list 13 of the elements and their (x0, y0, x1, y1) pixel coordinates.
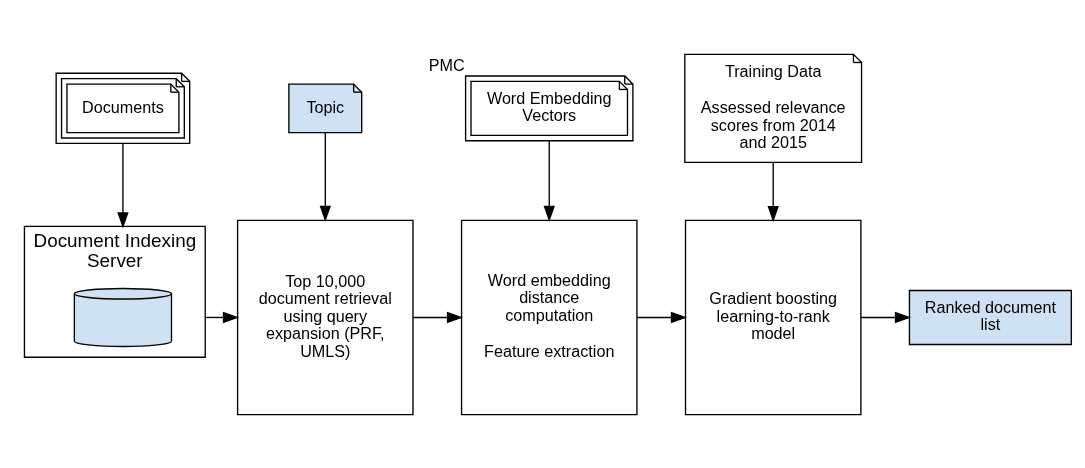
arrow (860, 311, 912, 323)
node-box: Gradient boosting learning-to-rank model (684, 219, 862, 415)
arrow (767, 161, 779, 222)
arrow (543, 139, 555, 222)
node-label: PMC (428, 55, 465, 74)
node-box: Top 10,000 document retrieval using query expansion (PRF, UMLS) (236, 219, 414, 415)
cluster: Document Indexing Server (23, 225, 206, 358)
node-box: Ranked document list (908, 289, 1072, 345)
arrow (412, 311, 464, 323)
arrow (319, 131, 331, 222)
arrow (117, 142, 129, 228)
node-box: Word embedding distance computation Feature extraction (460, 219, 638, 415)
arrow (636, 311, 688, 323)
